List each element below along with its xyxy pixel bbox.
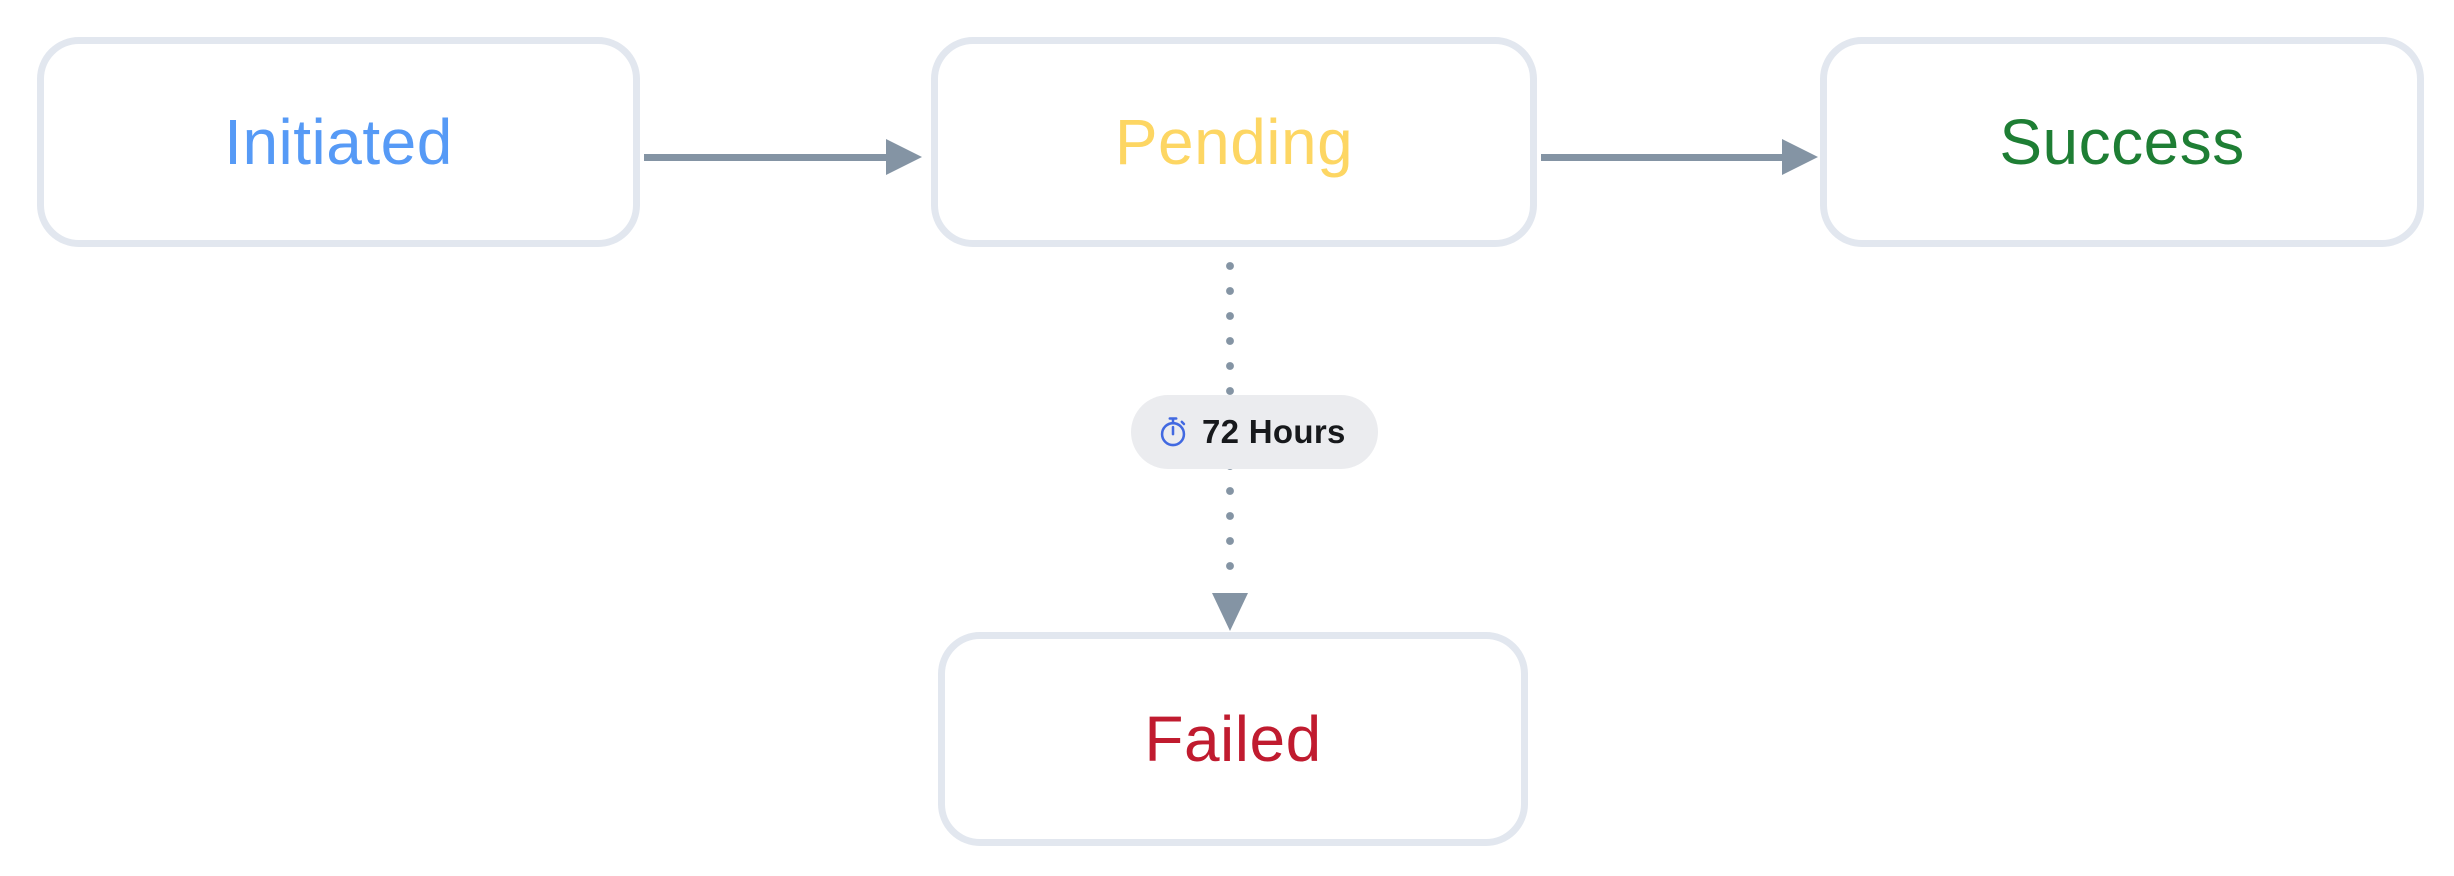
node-success: Success [1820,37,2424,247]
arrow-right-icon [1782,139,1818,175]
node-success-label: Success [1999,106,2245,178]
edge-initiated-pending-line [644,154,886,161]
node-pending: Pending [931,37,1537,247]
node-initiated: Initiated [37,37,640,247]
arrow-down-icon [1212,593,1248,631]
edge-label-badge: 72 Hours [1131,395,1378,469]
node-pending-label: Pending [1114,106,1354,178]
node-failed-label: Failed [1144,703,1322,775]
stopwatch-icon [1157,416,1189,448]
node-failed: Failed [938,632,1528,846]
edge-pending-success-line [1541,154,1782,161]
edge-label-text: 72 Hours [1202,413,1346,450]
arrow-right-icon [886,139,922,175]
node-initiated-label: Initiated [224,106,453,178]
